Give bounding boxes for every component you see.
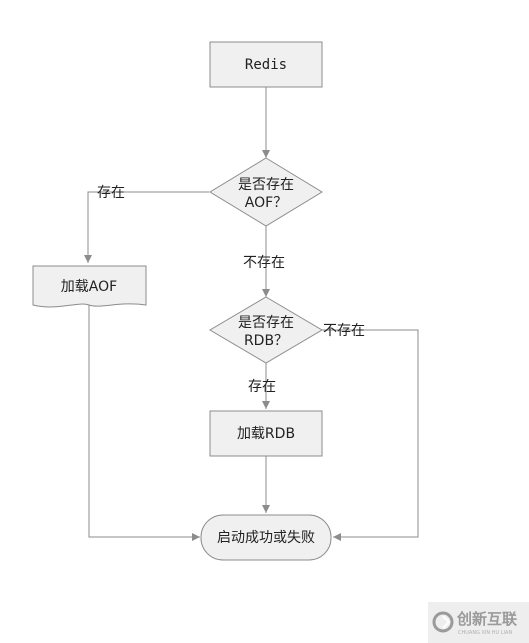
result-label: 启动成功或失败	[217, 530, 315, 546]
watermark-background	[428, 602, 529, 643]
edge-load-aof-to-result	[88, 305, 200, 541]
load-rdb-label: 加载RDB	[237, 426, 295, 442]
rdb-decision-label-line2: RDB？	[244, 333, 288, 349]
load-aof-document	[32, 265, 147, 308]
redis-label: Redis	[245, 57, 287, 73]
redis-box	[209, 41, 323, 88]
load-aof-label: 加载AOF	[61, 279, 117, 295]
node-result: 启动成功或失败	[200, 514, 332, 561]
edge-label-aof-not-exists: 不存在	[243, 255, 285, 271]
node-load-aof: 加载AOF	[32, 265, 147, 308]
edge-aof-exists	[84, 191, 209, 263]
node-redis: Redis	[209, 41, 323, 88]
edge-label-aof-exists: 存在	[97, 185, 125, 201]
node-rdb-decision: 是否存在 RDB？	[209, 296, 323, 364]
aof-decision-diamond	[209, 157, 323, 227]
rdb-decision-label-line1: 是否存在	[238, 315, 294, 331]
edge-label-rdb-exists: 存在	[248, 379, 276, 395]
watermark-subtitle: CHUANG XIN HU LIAN	[458, 630, 512, 636]
rdb-decision-diamond	[209, 296, 323, 364]
edges	[84, 87, 419, 541]
load-rdb-box	[209, 410, 323, 457]
watermark-logo-icon	[432, 611, 454, 633]
node-aof-decision: 是否存在 AOF？	[209, 157, 323, 227]
watermark-brand: 创新互联	[456, 610, 518, 628]
edge-rdb-not-exists	[322, 329, 419, 541]
aof-decision-label-line2: AOF？	[245, 195, 287, 211]
node-load-rdb: 加载RDB	[209, 410, 323, 457]
watermark: 创新互联 CHUANG XIN HU LIAN	[428, 602, 529, 643]
aof-decision-label-line1: 是否存在	[238, 177, 294, 193]
result-terminal	[200, 514, 332, 561]
edge-label-rdb-not-exists: 不存在	[323, 323, 365, 339]
